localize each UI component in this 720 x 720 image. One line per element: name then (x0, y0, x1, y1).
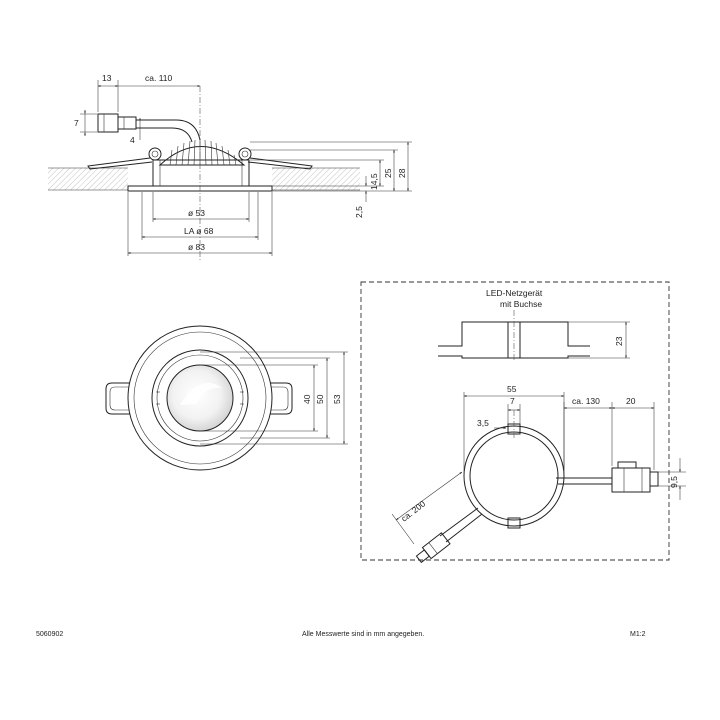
spring-clip-left (87, 147, 162, 170)
housing-body (152, 159, 250, 187)
dim-cable-in: ca. 200 (399, 498, 427, 523)
tab-right (266, 382, 293, 415)
dim-driver-height: 23 (614, 336, 624, 346)
connector-out (611, 461, 659, 493)
dim-dia-53: ø 53 (188, 208, 205, 218)
top-view: 40 50 53 (105, 325, 348, 471)
dim-cable-length: ca. 110 (145, 73, 173, 83)
lens (166, 364, 234, 432)
connector-in (415, 532, 451, 564)
dim-slot-depth: 3,5 (477, 418, 489, 428)
heat-sink (158, 146, 246, 166)
dim-cutout: LA ø 68 (184, 226, 214, 236)
dim-25: 25 (383, 168, 393, 178)
dim-connector-height: 9,5 (669, 476, 679, 488)
dim-dia-83: ø 83 (188, 242, 205, 252)
driver-ring-inner (469, 431, 559, 521)
tab-left (105, 382, 132, 415)
dim-slot-width: 7 (510, 396, 515, 406)
ceiling-right (272, 168, 360, 190)
dim-53: 53 (332, 394, 342, 404)
dim-28: 28 (397, 168, 407, 178)
ceiling-left (48, 168, 128, 190)
dim-driver-diameter: 55 (507, 384, 517, 394)
driver-title-line1: LED-Netzgerät (486, 288, 543, 298)
dim-connector-length: 20 (626, 396, 636, 406)
reflector-ring (151, 349, 249, 447)
cable-in (439, 507, 479, 537)
side-view: 13 ca. 110 7 4 14,5 25 28 2,5 (48, 73, 412, 260)
dim-2-5: 2,5 (354, 206, 364, 218)
dim-plug-height: 7 (74, 118, 79, 128)
dim-cable-out: ca. 130 (572, 396, 600, 406)
lens-reflection (180, 382, 222, 405)
driver-title-line2: mit Buchse (500, 299, 542, 309)
dim-50: 50 (315, 394, 325, 404)
cable-lower (136, 127, 193, 143)
scale-label: M1:2 (630, 631, 646, 638)
driver-frame (360, 281, 670, 561)
spring-clip-right (238, 147, 313, 170)
measurement-note: Alle Messwerte sind in mm angegeben. (302, 631, 425, 638)
driver-box: LED-Netzgerät mit Buchse 23 55 7 3,5 (360, 281, 686, 564)
article-number: 5060902 (36, 631, 64, 638)
plug (97, 113, 137, 133)
cable (136, 119, 201, 141)
dim-plug-width: 13 (102, 73, 112, 83)
driver-ring-outer (463, 425, 565, 527)
dim-plug-offset: 4 (130, 135, 135, 145)
dim-40: 40 (302, 394, 312, 404)
inner-ring (133, 331, 267, 465)
heat-sink-fins (169, 139, 237, 166)
dim-14-5: 14,5 (369, 173, 379, 190)
